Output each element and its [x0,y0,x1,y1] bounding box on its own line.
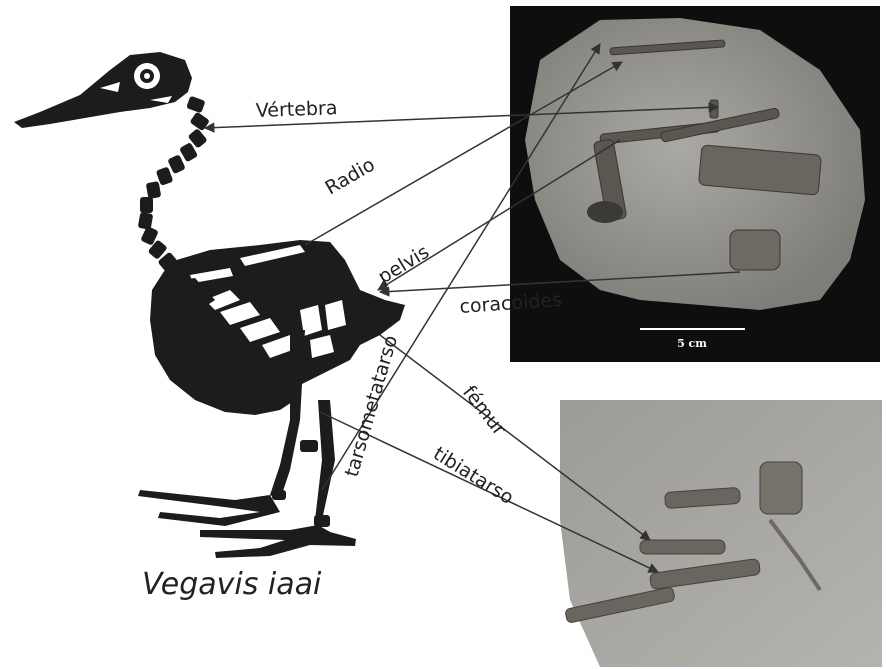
fossil-slab-photo-top: 5 cm [510,6,880,362]
label-vertebra: Vértebra [255,97,337,122]
scale-bar-line [640,328,745,330]
label-radio: Radio [322,154,379,200]
label-pelvis: pelvis [374,241,433,288]
label-femur: fémur [458,382,510,440]
scale-bar-label: 5 cm [677,337,707,350]
label-tibiatarso: tibiatarso [429,443,517,509]
species-name: Vegavis iaai [142,567,322,602]
skull [14,52,192,128]
neck-vertebrae [138,96,210,272]
fossil-slab-photo-bottom [520,400,882,667]
